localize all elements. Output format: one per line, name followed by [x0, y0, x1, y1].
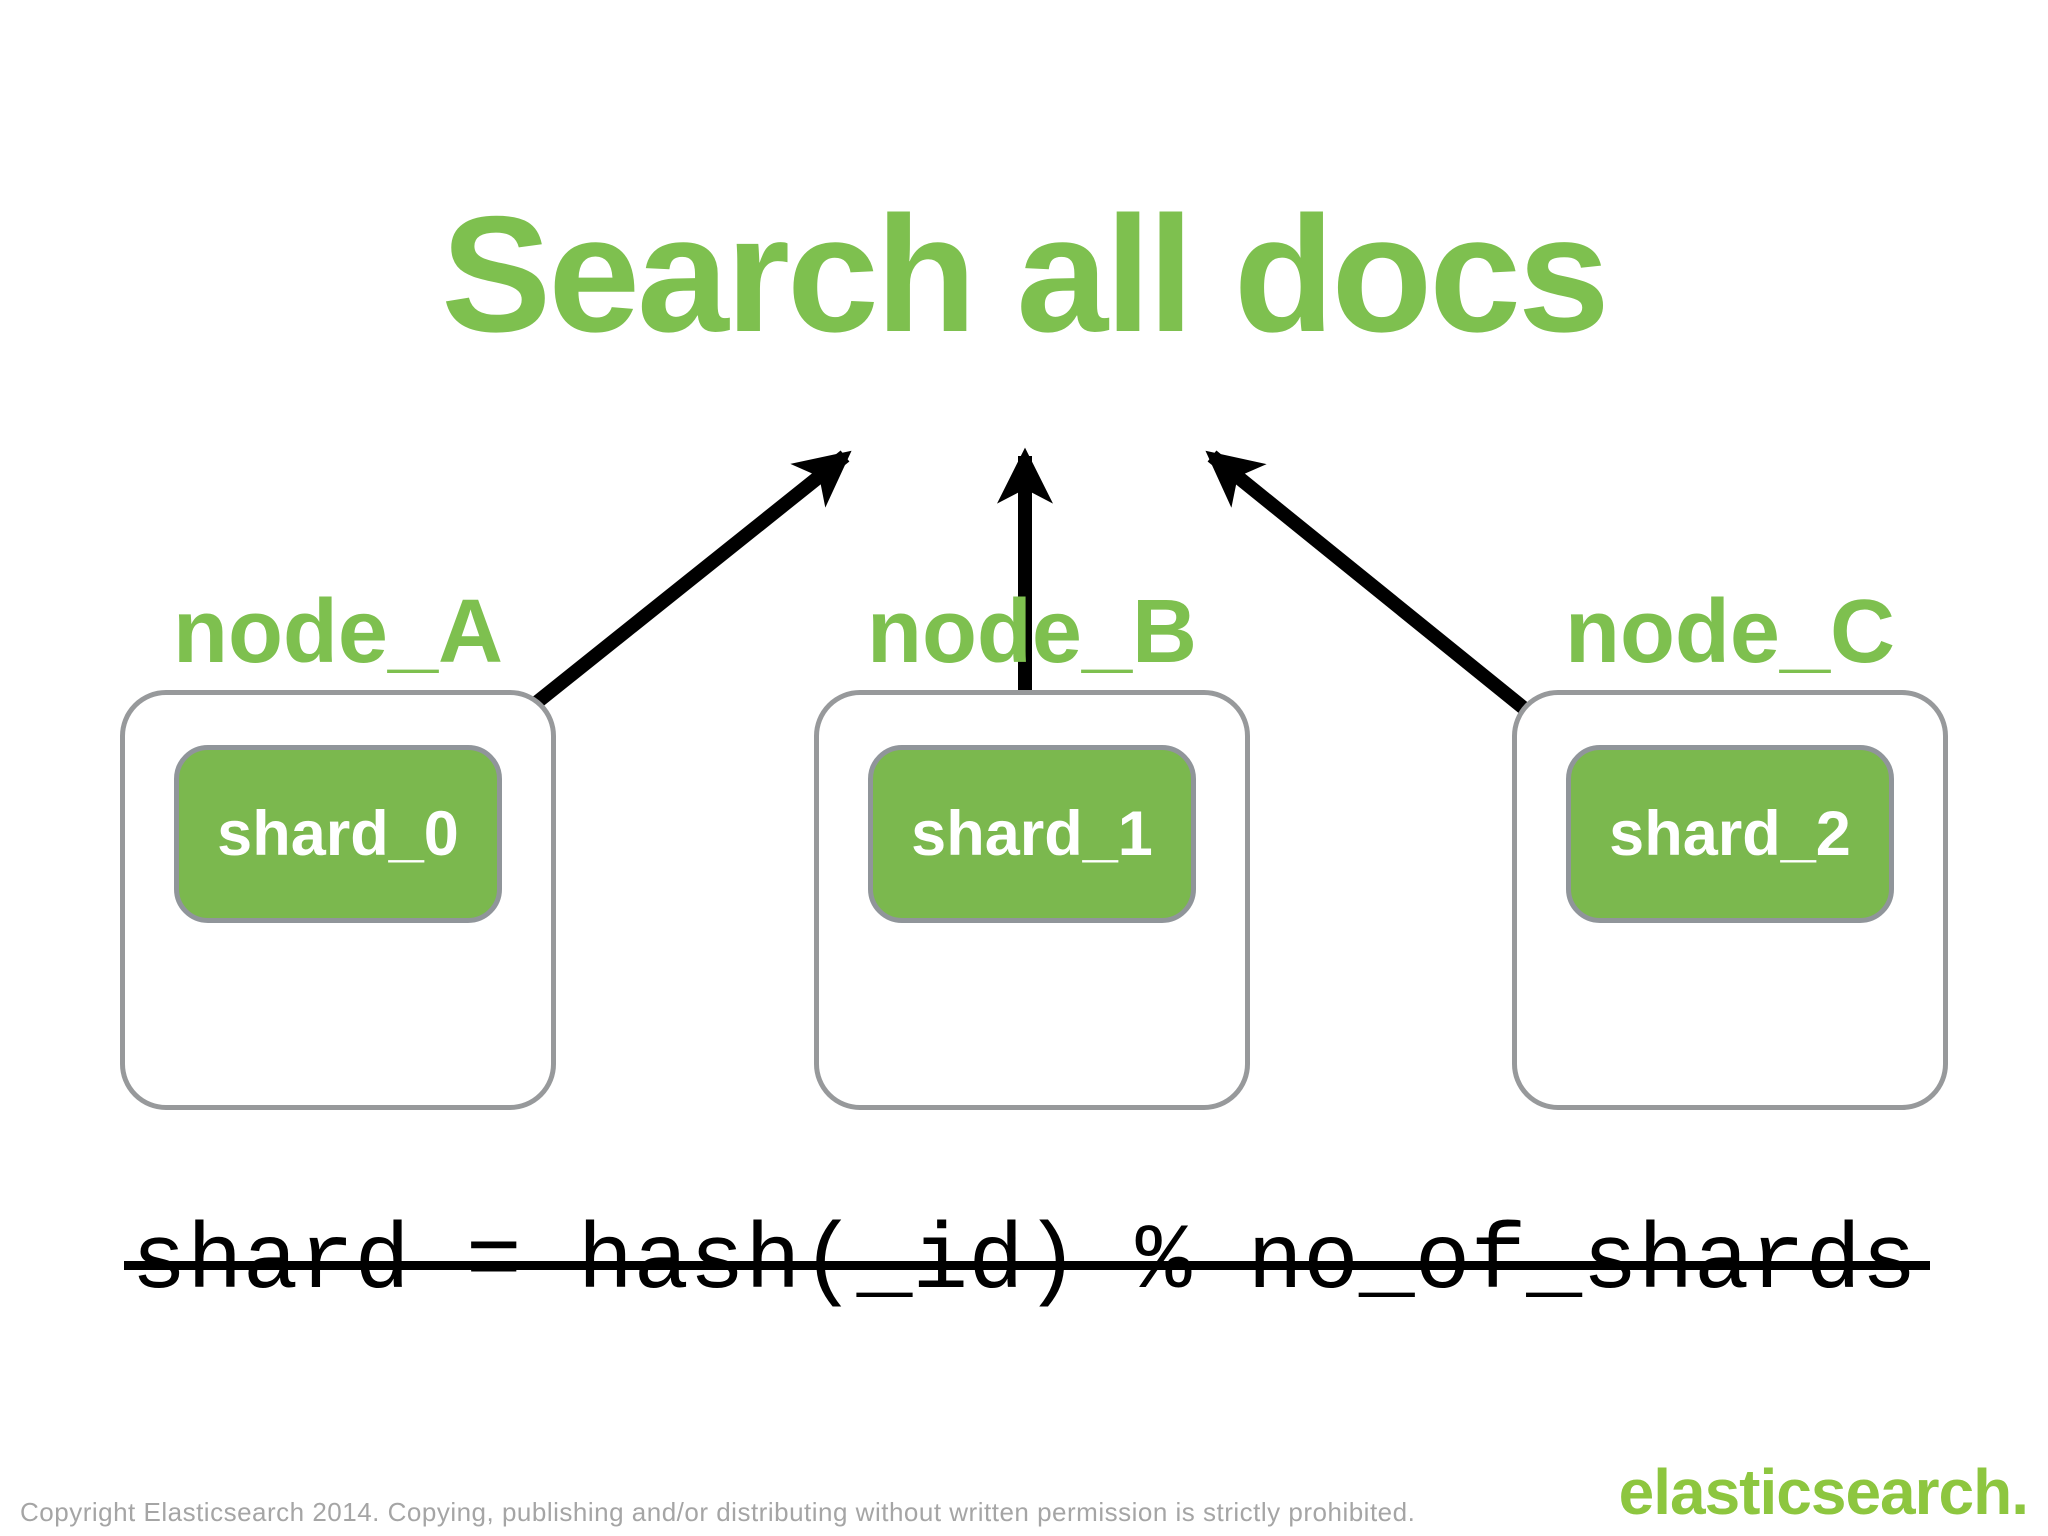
shard-label: shard_0: [217, 798, 459, 869]
shard-label: shard_2: [1609, 798, 1851, 869]
shard-box: shard_2: [1566, 745, 1894, 923]
shard-box: shard_0: [174, 745, 502, 923]
strikethrough-line: [124, 1261, 1930, 1270]
node-card-c: node_C shard_2: [1512, 587, 1948, 1110]
shard-label: shard_1: [911, 798, 1153, 869]
node-card-b: node_B shard_1: [814, 587, 1250, 1110]
node-card-a: node_A shard_0: [120, 587, 556, 1110]
copyright-text: Copyright Elasticsearch 2014. Copying, p…: [20, 1497, 1416, 1527]
shard-box: shard_1: [868, 745, 1196, 923]
node-label: node_A: [172, 582, 504, 682]
node-label: node_B: [866, 582, 1198, 682]
arrow-shard2-icon: [1205, 450, 1583, 758]
node-label: node_C: [1564, 582, 1896, 682]
elasticsearch-logo: elasticsearch.: [1618, 1456, 2029, 1528]
page-title: Search all docs: [441, 182, 1610, 366]
arrow-shard0-icon: [476, 450, 852, 753]
